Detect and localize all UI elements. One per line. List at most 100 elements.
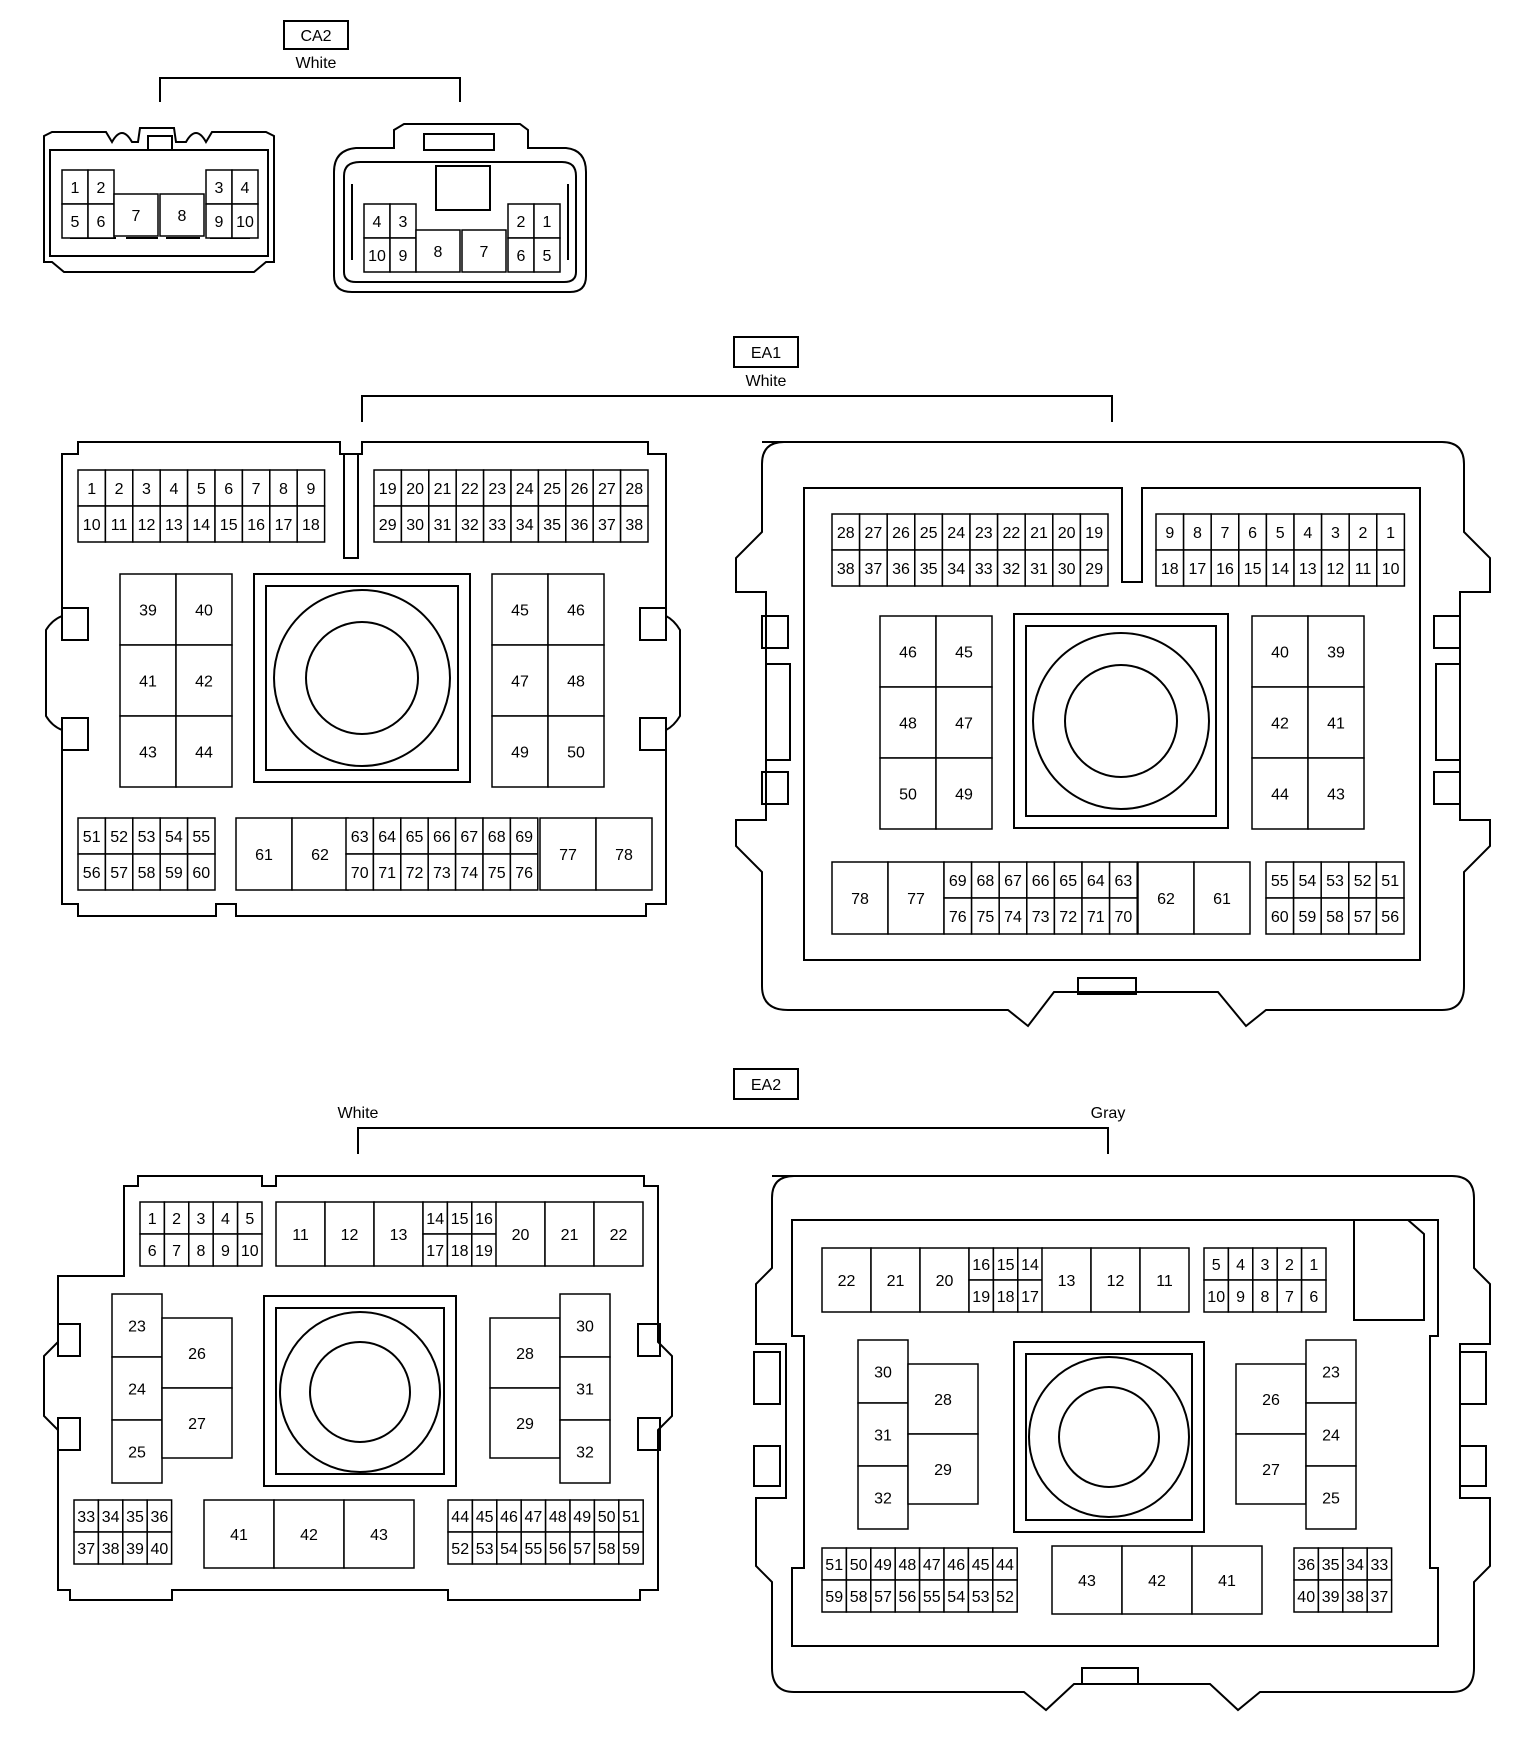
ea1-right-pin-7: 7 — [1210, 513, 1240, 551]
ea2-left-pin-54: 54 — [496, 1531, 522, 1565]
pin-number: 53 — [138, 829, 156, 846]
pin-number: 34 — [516, 517, 534, 534]
pin-cavity — [1052, 513, 1082, 551]
ea1-right-pin-20: 20 — [1052, 513, 1082, 551]
ea2-right-pin-6: 6 — [1300, 1279, 1327, 1313]
pin-number: 31 — [874, 1428, 892, 1445]
ea1-right-pin-21: 21 — [1024, 513, 1054, 551]
pin-number: 43 — [139, 745, 157, 762]
pin-number: 25 — [920, 525, 938, 542]
ea1-left-pin-65: 65 — [400, 817, 429, 855]
pin-cavity — [291, 817, 349, 891]
pin-cavity — [1193, 861, 1251, 935]
pin-cavity — [273, 1499, 345, 1569]
ea1-left-pin-58: 58 — [132, 853, 161, 891]
ca2-right-pin-2: 2 — [507, 203, 535, 239]
ea1-left-pin-1: 1 — [77, 469, 107, 507]
ea2-right-pin-57: 57 — [870, 1579, 896, 1613]
ea2-right-pin-22: 22 — [821, 1247, 872, 1313]
pin-number: 2 — [115, 481, 124, 498]
pin-number: 41 — [139, 674, 157, 691]
ea2-right-pin-25: 25 — [1305, 1465, 1357, 1530]
ea1-right-pin-11: 11 — [1348, 549, 1378, 587]
pin-number: 9 — [221, 1243, 230, 1260]
ea2-right-pin-39: 39 — [1317, 1579, 1344, 1613]
pin-cavity — [1307, 615, 1365, 688]
pin-number: 9 — [1165, 525, 1174, 542]
ea1-right-pin-36: 36 — [886, 549, 916, 587]
pin-cavity — [831, 861, 889, 935]
pin-number: 21 — [887, 1273, 905, 1290]
ea2-left-pin-49: 49 — [569, 1499, 596, 1533]
ea1-left-pin-12: 12 — [132, 505, 161, 543]
ea1-right-pin-37: 37 — [858, 549, 888, 587]
pin-cavity — [619, 505, 649, 543]
ea1-left-pin-67: 67 — [454, 817, 484, 855]
ea2-right-pin-41: 41 — [1191, 1545, 1263, 1615]
pin-number: 10 — [368, 248, 386, 265]
ea1-right-pin-17: 17 — [1182, 549, 1212, 587]
pin-cavity — [1108, 897, 1138, 935]
pin-cavity — [831, 549, 861, 587]
pin-number: 29 — [379, 517, 397, 534]
pin-number: 61 — [1213, 891, 1231, 908]
connector-ea2-id: EA2 — [751, 1077, 781, 1094]
ca2-left-pin-2: 2 — [87, 169, 115, 205]
ea1-left-pin-7: 7 — [241, 469, 271, 507]
pin-number: 33 — [77, 1509, 95, 1526]
ea1-left-pin-36: 36 — [565, 505, 594, 543]
pin-number: 28 — [934, 1392, 952, 1409]
pin-number: 40 — [1297, 1589, 1315, 1606]
pin-cavity — [422, 1233, 449, 1267]
pin-number: 21 — [561, 1227, 579, 1244]
ea1-left-pin-64: 64 — [372, 817, 402, 855]
connector-ea1-color-label: White — [746, 373, 787, 390]
ea1-left-pin-74: 74 — [454, 853, 484, 891]
pin-cavity — [188, 1233, 214, 1267]
pin-cavity — [1307, 686, 1365, 759]
pin-cavity — [146, 1499, 173, 1533]
pin-cavity — [559, 1293, 611, 1358]
pin-number: 59 — [622, 1541, 640, 1558]
pin-cavity — [1155, 549, 1185, 587]
pin-cavity — [593, 1201, 644, 1267]
pin-cavity — [858, 549, 888, 587]
pin-number: 28 — [837, 525, 855, 542]
pin-cavity — [539, 817, 597, 891]
ea2-left-pin-7: 7 — [163, 1233, 190, 1267]
pin-number: 54 — [947, 1589, 965, 1606]
pin-cavity — [400, 817, 429, 855]
pin-number: 19 — [1085, 525, 1103, 542]
ea2-right-pin-35: 35 — [1317, 1547, 1344, 1581]
ea1-left-pin-18: 18 — [296, 505, 326, 543]
pin-number: 63 — [1115, 873, 1133, 890]
pin-number: 76 — [515, 865, 533, 882]
ea1-left-pin-21: 21 — [428, 469, 457, 507]
ea1-left-pin-45: 45 — [491, 573, 549, 646]
ea2-right-pin-43: 43 — [1051, 1545, 1123, 1615]
pin-number: 44 — [451, 1509, 469, 1526]
pin-cavity — [941, 513, 971, 551]
pin-cavity — [447, 1499, 474, 1533]
pin-number: 1 — [543, 214, 552, 231]
ea1-right-pin-78: 78 — [831, 861, 889, 935]
ea1-left-pin-2: 2 — [104, 469, 134, 507]
pin-number: 41 — [1218, 1573, 1236, 1590]
ea1-right-pin-19: 19 — [1079, 513, 1109, 551]
pin-cavity — [1210, 513, 1240, 551]
pin-number: 56 — [83, 865, 101, 882]
pin-number: 44 — [195, 745, 213, 762]
pin-number: 18 — [1161, 561, 1179, 578]
ea1-right-pin-63: 63 — [1108, 861, 1138, 899]
pin-number: 55 — [1271, 873, 1289, 890]
ea1-right-pin-1: 1 — [1376, 513, 1406, 551]
ca2-left-pin-7: 7 — [113, 193, 159, 237]
pin-number: 1 — [148, 1211, 157, 1228]
pin-cavity — [97, 1531, 124, 1565]
pin-number: 47 — [923, 1557, 941, 1574]
ea2-right-pin-4: 4 — [1227, 1247, 1254, 1281]
pin-number: 40 — [195, 603, 213, 620]
pin-cavity — [345, 853, 375, 891]
pin-cavity — [1375, 897, 1405, 935]
pin-number: 9 — [1236, 1289, 1245, 1306]
